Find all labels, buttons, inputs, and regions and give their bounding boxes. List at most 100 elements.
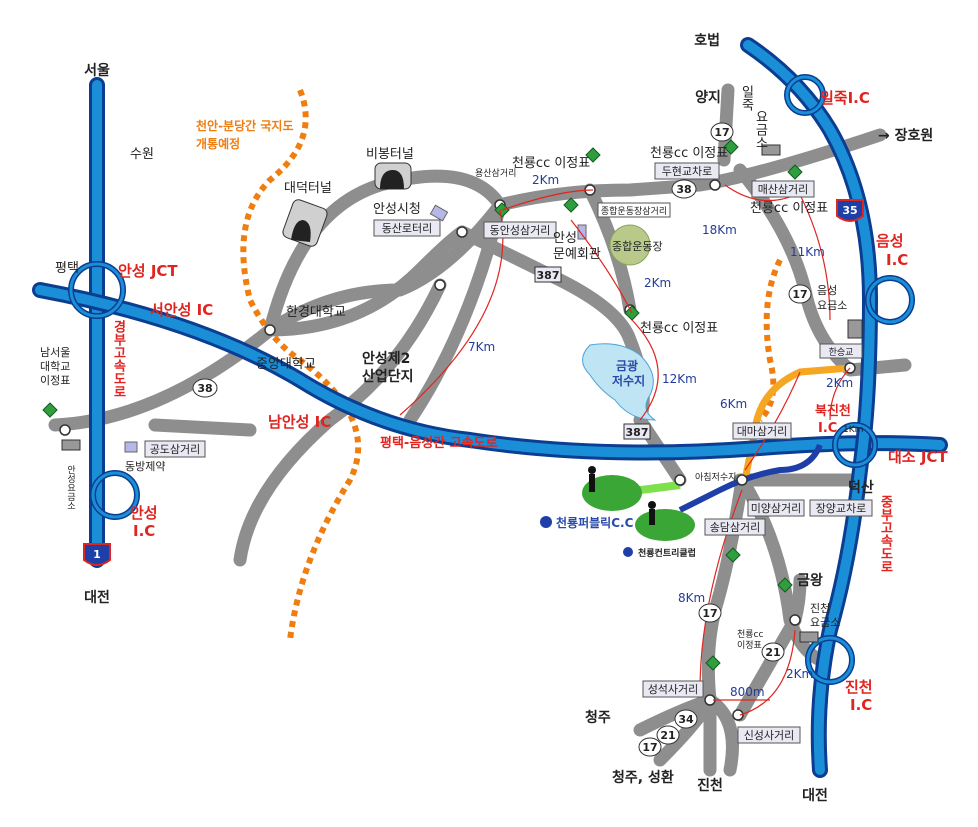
road-jincheon-south: [703, 693, 739, 777]
svg-text:동산로터리: 동산로터리: [382, 222, 433, 235]
route-17-badge-d: 17: [638, 737, 662, 757]
label-culture-hall-1: 안성: [553, 231, 577, 246]
svg-text:17: 17: [702, 607, 717, 620]
label-bibong-tunnel: 비봉터널: [366, 147, 414, 162]
intersection-boxes: 동산로터리 동안성삼거리 종합운동장삼거리 두현교차로 매산삼거리 공도삼거리 …: [144, 162, 873, 744]
planned-roads: [240, 88, 783, 641]
label-anseong-tollgate: 안성요금소: [65, 465, 75, 510]
distance-18km: 18Km: [702, 223, 737, 237]
expressways: [32, 37, 948, 778]
label-sports-ground: 종합운동장: [612, 240, 663, 253]
label-anseong-jct: 안성 JCT: [118, 262, 178, 280]
distance-11km: 11Km: [790, 245, 825, 259]
label-pyeongtaek-eumseong-expressway: 평택-음성간 고속도로: [380, 435, 498, 451]
route-34-badge: 34: [674, 709, 698, 729]
box-seongseok: 성석사거리: [642, 680, 704, 698]
svg-text:17: 17: [714, 126, 729, 139]
svg-text:두현교차로: 두현교차로: [662, 165, 713, 178]
label-bukjincheon-ic-1: 북진천: [815, 403, 851, 419]
expressway-35-shield: 35: [836, 199, 864, 222]
box-gongdo: 공도삼거리: [144, 440, 206, 458]
label-namseoul-2: 대학교: [40, 360, 70, 373]
svg-text:17: 17: [642, 741, 657, 754]
planned-road-east: [757, 258, 783, 423]
box-sinseong: 신성사거리: [737, 726, 801, 744]
label-gyeongbu-expressway: 경부고속도로: [111, 319, 126, 398]
road-gongdo: [148, 418, 257, 437]
road-cityhall: [263, 225, 469, 337]
label-daedeok-tunnel: 대덕터널: [284, 181, 332, 196]
route-badges: 38 38 17 17 17 17 21 21: [83, 122, 864, 757]
box-jangyang: 장양교차로: [809, 499, 873, 517]
distance-2km-c: 2Km: [826, 376, 853, 390]
eumseong-tollgate-icon: [847, 319, 863, 339]
route-17-badge-b: 17: [788, 284, 812, 304]
label-chr-sign-3: 천룡cc 이정표: [750, 201, 828, 216]
distance-1km: 1Km: [843, 425, 863, 435]
label-planned-road-2: 개통예정: [196, 136, 240, 151]
label-jincheon-tollgate-1: 진천: [810, 601, 830, 615]
svg-text:천룡컨트리클럽: 천룡컨트리클럽: [638, 547, 696, 559]
golf-green-public: [582, 475, 642, 511]
svg-text:대마삼거리: 대마삼거리: [737, 425, 788, 438]
label-seoul: 서울: [84, 62, 110, 79]
tunnel-daedeok-icon: [282, 199, 328, 247]
golf-player-icon: [588, 466, 656, 525]
label-anseong-ic-2: I.C: [133, 522, 155, 540]
label-chr-sign-1: 천룡cc 이정표: [512, 156, 590, 171]
label-namanseong-ic: 남안성 IC: [268, 413, 331, 431]
label-yangji: 양지: [695, 90, 721, 106]
svg-text:34: 34: [678, 713, 694, 726]
label-hankyong-univ: 한경대학교: [286, 305, 346, 320]
golf-public-label: 천룡퍼블릭C.C: [540, 515, 634, 530]
route-387-badge-a: 387: [534, 266, 562, 283]
iljuk-tollgate-icon: [761, 144, 781, 156]
road-industrial: [233, 278, 447, 567]
distance-12km: 12Km: [662, 372, 697, 386]
culture-hall-marker: [577, 224, 587, 240]
label-jincheon-city: 진천: [697, 777, 723, 794]
box-hanseung: 한승교: [819, 343, 863, 359]
svg-text:천룡퍼블릭C.C: 천룡퍼블릭C.C: [556, 515, 634, 530]
expressway-1-shield: 1: [83, 543, 111, 566]
signpost-markers: [42, 139, 803, 671]
label-deoksan: 덕산: [848, 479, 874, 496]
jincheon-tollgate-icon: [799, 631, 819, 643]
svg-text:동안성삼거리: 동안성삼거리: [490, 224, 551, 237]
label-industrial-1: 안성제2: [362, 350, 410, 367]
box-songdam: 송담삼거리: [704, 518, 766, 536]
tunnel-bibong-icon: [374, 162, 412, 190]
label-daeso-jct: 대소 JCT: [888, 448, 948, 466]
map-labels: 서울 수원 평택 대전 대전 호법 → 장호원 양지 청주 청주, 성환 진천 …: [40, 33, 948, 804]
route-21-badge-a: 21: [761, 642, 785, 662]
label-chr-sign-5-2: 이정표: [737, 640, 762, 651]
route-17-badge-c: 17: [698, 603, 722, 623]
label-eumseong-ic-1: 음성: [876, 232, 904, 250]
road-21: [733, 613, 802, 722]
label-namseoul-3: 이정표: [40, 374, 70, 387]
label-eumseong-tollgate-1: 음성: [817, 284, 837, 297]
distance-7km: 7Km: [468, 340, 495, 354]
svg-text:송담삼거리: 송담삼거리: [710, 521, 761, 534]
svg-text:장양교차로: 장양교차로: [816, 502, 867, 515]
distance-6km: 6Km: [720, 397, 747, 411]
route-golf-access-blue: [678, 443, 823, 513]
label-hobeop: 호법: [694, 33, 720, 49]
route-17-badge-a: 17: [710, 122, 734, 142]
box-daema: 대마삼거리: [732, 422, 792, 440]
road-38-main: [48, 128, 887, 432]
label-culture-hall-2: 문예회관: [553, 247, 601, 262]
label-anseong-cityhall: 안성시청: [373, 202, 421, 217]
label-jincheon-tollgate-2: 요금소: [810, 616, 840, 629]
svg-text:38: 38: [197, 382, 212, 395]
label-bukjincheon-ic-2: I.C: [818, 421, 837, 436]
label-reservoir-2: 저수지: [612, 373, 645, 388]
label-jincheon-ic-2: I.C: [850, 696, 872, 714]
label-iljuk-tollgate-1: 일죽: [739, 85, 754, 111]
cityhall-marker: [429, 204, 449, 222]
box-maesan: 매산삼거리: [751, 180, 815, 198]
label-daejeon-left: 대전: [84, 589, 110, 606]
svg-text:1: 1: [93, 548, 101, 561]
label-industrial-2: 산업단지: [362, 368, 414, 385]
label-geumwang: 금왕: [797, 573, 823, 589]
